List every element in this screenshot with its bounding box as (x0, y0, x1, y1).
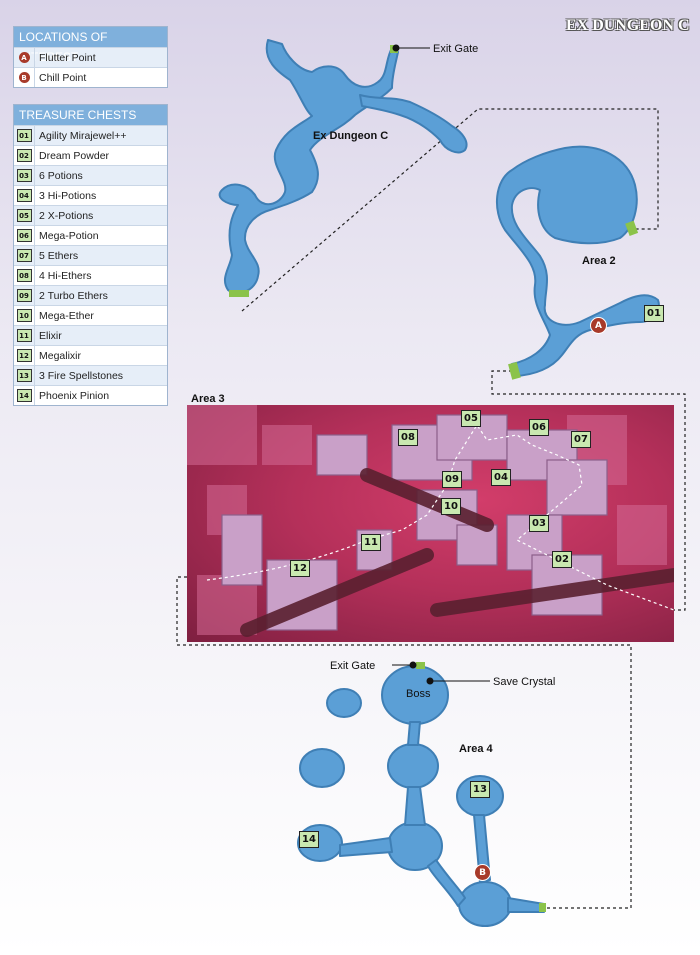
chest-number-icon: 10 (16, 309, 32, 322)
area4-label: Area 4 (459, 743, 494, 755)
chest-marker-12: 12 (290, 560, 310, 577)
location-label: Chill Point (34, 68, 167, 87)
chest-label: Megalixir (34, 346, 167, 365)
chest-label: Dream Powder (34, 146, 167, 165)
chest-marker-09: 09 (442, 471, 462, 488)
chest-marker-08: 08 (398, 429, 418, 446)
chest-number-icon: 08 (16, 269, 32, 282)
chill-point-marker: B (474, 864, 491, 881)
chest-marker-03: 03 (529, 515, 549, 532)
chest-label: Mega-Ether (34, 306, 167, 325)
chest-number-icon: 14 (16, 389, 32, 402)
chest-label: 3 Fire Spellstones (34, 366, 167, 385)
chest-label: 2 X-Potions (34, 206, 167, 225)
list-item: B Chill Point (14, 67, 167, 87)
page-title: EX DUNGEON C (566, 17, 690, 34)
chest-number-icon: 02 (16, 149, 32, 162)
chest-number-icon: 05 (16, 209, 32, 222)
exit-gate-area4-label: Exit Gate (330, 660, 375, 672)
chest-label: 5 Ethers (34, 246, 167, 265)
overview-gate-bottom (229, 290, 249, 297)
chest-number-icon: 13 (16, 369, 32, 382)
chest-marker-07: 07 (571, 431, 591, 448)
area4-gate-right (539, 903, 546, 912)
overview-map (218, 39, 468, 295)
chest-number-icon: 12 (16, 349, 32, 362)
chest-number-icon: 11 (16, 329, 32, 342)
chest-marker-10: 10 (441, 498, 461, 515)
list-item: A Flutter Point (14, 47, 167, 67)
chest-marker-05: 05 (461, 410, 481, 427)
area2-map (495, 145, 660, 377)
area3-screenshot (187, 405, 674, 642)
marker-icon: A (18, 52, 30, 63)
area2-label: Area 2 (582, 255, 616, 267)
chest-marker-04: 04 (491, 469, 511, 486)
area3-label: Area 3 (191, 393, 225, 405)
chest-label: 3 Hi-Potions (34, 186, 167, 205)
area-connectors (176, 108, 686, 909)
chest-marker-01: 01 (644, 305, 664, 322)
save-crystal-label: Save Crystal (493, 676, 555, 688)
chest-label: Phoenix Pinion (34, 386, 167, 405)
area4-map (297, 665, 545, 927)
chest-label: 2 Turbo Ethers (34, 286, 167, 305)
treasure-header: TREASURE CHESTS (14, 105, 167, 125)
chest-number-icon: 07 (16, 249, 32, 262)
overview-title: Ex Dungeon C (313, 130, 388, 142)
chest-number-icon: 09 (16, 289, 32, 302)
chest-marker-11: 11 (361, 534, 381, 551)
exit-gate-label: Exit Gate (433, 43, 478, 55)
exit-gate-pointer-area4 (409, 661, 417, 669)
save-crystal-pointer (426, 677, 434, 685)
locations-header: LOCATIONS OF INTEREST (14, 27, 167, 64)
chest-marker-13: 13 (470, 781, 490, 798)
area3-scenery (187, 405, 674, 637)
area4-gate-top (416, 662, 425, 669)
chest-number-icon: 06 (16, 229, 32, 242)
chest-label: Elixir (34, 326, 167, 345)
chest-marker-14: 14 (299, 831, 319, 848)
location-label: Flutter Point (34, 48, 167, 67)
chest-marker-02: 02 (552, 551, 572, 568)
boss-label: Boss (406, 688, 431, 700)
locations-list: A Flutter Point B Chill Point (14, 47, 167, 87)
chest-label: Mega-Potion (34, 226, 167, 245)
chest-marker-06: 06 (529, 419, 549, 436)
chest-label: Agility Mirajewel++ (34, 126, 167, 145)
flutter-point-marker: A (590, 317, 607, 334)
chest-number-icon: 01 (16, 129, 32, 142)
marker-icon: B (18, 72, 30, 83)
chest-label: 6 Potions (34, 166, 167, 185)
chest-number-icon: 03 (16, 169, 32, 182)
chest-label: 4 Hi-Ethers (34, 266, 167, 285)
exit-gate-pointer (392, 44, 400, 52)
area2-gate-top (625, 220, 639, 236)
area2-gate-bottom (508, 361, 521, 380)
locations-panel: LOCATIONS OF INTEREST A Flutter Point B … (13, 26, 168, 88)
chest-number-icon: 04 (16, 189, 32, 202)
